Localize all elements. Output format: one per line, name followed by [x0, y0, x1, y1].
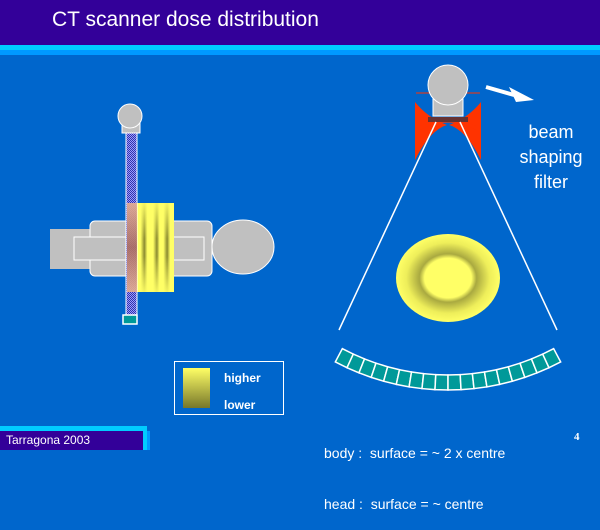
- body-dose-distribution: [396, 234, 500, 322]
- header-stripe-light: [0, 45, 600, 50]
- beam-through-patient: [127, 203, 137, 292]
- detector-element: [447, 373, 462, 391]
- title-bar: [0, 0, 600, 45]
- xray-tube-side: [117, 103, 143, 129]
- detector-element: [421, 372, 437, 391]
- label-line: shaping: [519, 147, 583, 167]
- detector-element: [541, 347, 562, 369]
- filter-plate: [428, 117, 468, 122]
- note-body: body : surface = ~ 2 x centre: [324, 445, 506, 461]
- legend-lower-label: lower: [224, 398, 256, 412]
- label-line: beam: [528, 122, 574, 142]
- detector-element: [408, 371, 425, 390]
- page-number: 4: [574, 431, 580, 443]
- detector-array: [334, 347, 562, 391]
- patient-head: [211, 219, 275, 275]
- header-stripe-mid: [0, 50, 600, 55]
- footer-stripe: [0, 426, 145, 431]
- note-head: head : surface = ~ centre: [324, 496, 484, 512]
- pointer-arrowhead: [509, 87, 534, 102]
- detector-side: [122, 314, 138, 325]
- dose-slice-fade: [136, 203, 174, 292]
- cross-section-view: [334, 64, 562, 391]
- pointer-arrow: [485, 85, 515, 97]
- fan-beam-left: [338, 121, 437, 331]
- legend-gradient-swatch: [183, 368, 210, 408]
- footer-bar: Tarragona 2003: [0, 431, 143, 450]
- xray-tube: [427, 64, 469, 106]
- footer-text: Tarragona 2003: [6, 433, 91, 447]
- footer-edge: [143, 426, 147, 450]
- legend-higher-label: higher: [224, 371, 261, 385]
- slide-title: CT scanner dose distribution: [52, 8, 319, 31]
- label-line: filter: [533, 172, 568, 192]
- detector-element: [434, 373, 449, 391]
- side-view: [50, 103, 275, 325]
- dose-legend: higher lower: [174, 361, 284, 415]
- fan-beam-right: [459, 121, 558, 331]
- dose-notes: body : surface = ~ 2 x centre head : sur…: [324, 411, 505, 530]
- beam-shaping-filter-label: beam shaping filter: [506, 120, 596, 195]
- ct-diagram: [50, 64, 562, 391]
